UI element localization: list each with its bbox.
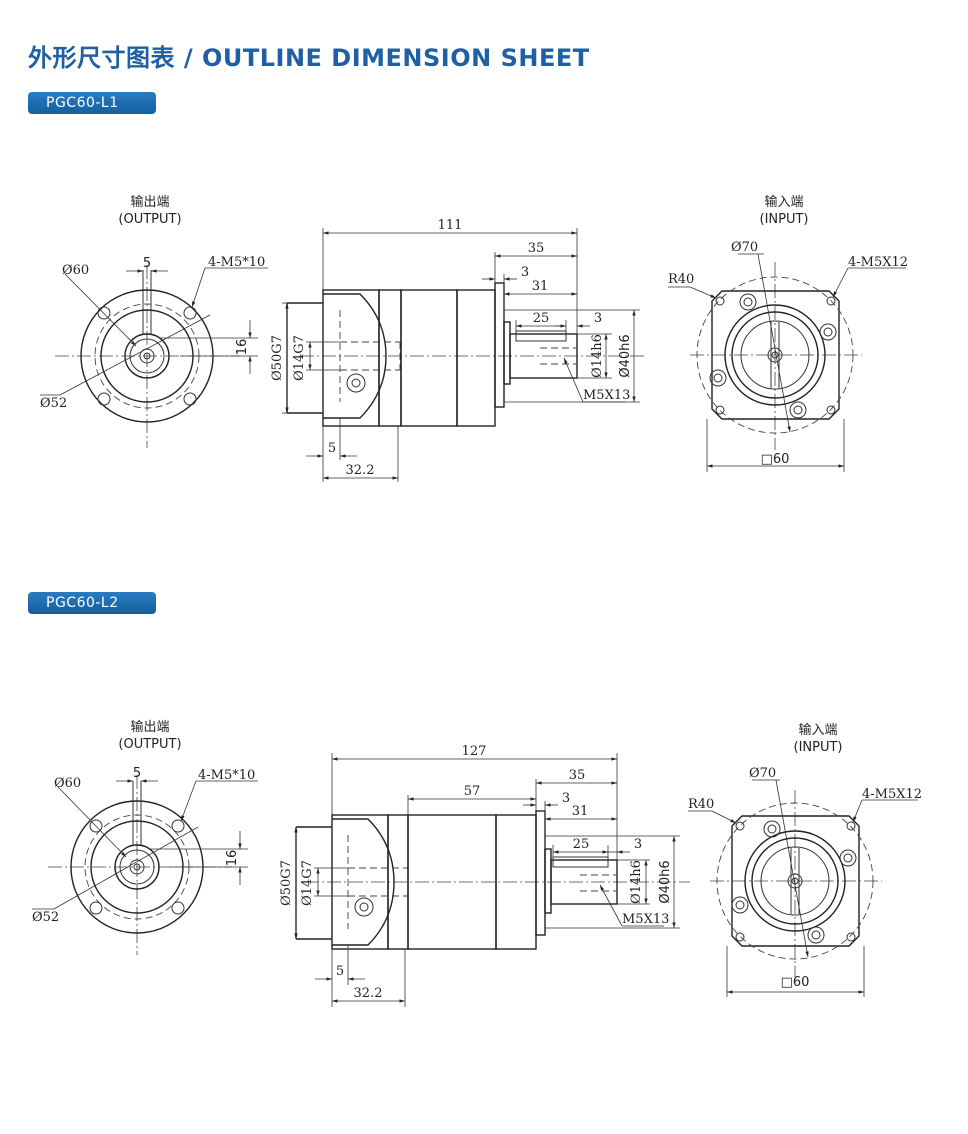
shaft-dia-dim: Ø14h6 xyxy=(629,860,644,904)
left-pilot-dim: Ø50G7 xyxy=(270,335,285,381)
pilot-dim: Ø52 xyxy=(40,396,67,411)
key-offset-dim: 3 xyxy=(594,311,602,326)
bolt-circle-dim: Ø60 xyxy=(54,776,81,791)
pilot-dia-dim: Ø40h6 xyxy=(658,860,673,903)
square-dim: □60 xyxy=(761,452,790,467)
key-width-dim: 5 xyxy=(133,766,141,781)
holes-dim: 4-M5X12 xyxy=(848,255,908,270)
total-length-dim: 127 xyxy=(462,744,487,759)
total-length-dim: 111 xyxy=(438,218,463,233)
input-label-en: (INPUT) xyxy=(794,740,843,755)
model-tab-pgc60-l2[interactable]: PGC60-L2 xyxy=(28,592,156,614)
flange-dim: 3 xyxy=(562,791,570,806)
input-label-en: (INPUT) xyxy=(760,212,809,227)
side-view: 111 35 3 31 25 3 Ø14h6 Ø40h6 M5X13 xyxy=(270,218,645,482)
input-view: 输入端 (INPUT) Ø70 4-M5X12 R40 □60 xyxy=(688,722,922,997)
model-tab-pgc60-l1[interactable]: PGC60-L1 xyxy=(28,92,156,114)
pilot-dia-dim: Ø40h6 xyxy=(618,334,633,377)
input-label-cn: 输入端 xyxy=(798,722,837,738)
output-view: 输出端 (OUTPUT) 5 Ø60 4-M5*10 16 Ø52 xyxy=(40,194,268,448)
drawing-pgc60-l2: 输出端 (OUTPUT) 5 Ø60 4-M5*10 16 Ø52 xyxy=(32,719,922,1007)
mid-len-dim: 57 xyxy=(464,784,481,799)
radius-dim: R40 xyxy=(688,797,714,812)
holes-dim: 4-M5X12 xyxy=(862,787,922,802)
output-view: 输出端 (OUTPUT) 5 Ø60 4-M5*10 16 Ø52 xyxy=(32,719,258,955)
height-dim: 16 xyxy=(225,850,240,867)
height-dim: 16 xyxy=(235,339,250,356)
square-dim: □60 xyxy=(781,975,810,990)
shaft-len-dim: 31 xyxy=(572,804,589,819)
left-bore-dim: Ø14G7 xyxy=(292,335,307,381)
page-title: 外形尺寸图表 / OUTLINE DIMENSION SHEET xyxy=(28,44,590,72)
shaft-dia-dim: Ø14h6 xyxy=(590,334,605,378)
output-label-cn: 输出端 xyxy=(130,194,169,210)
thread-dim: M5X13 xyxy=(583,388,630,403)
thread-dim: M5X13 xyxy=(622,912,669,927)
input-view: 输入端 (INPUT) Ø70 4-M5X12 R40 □60 xyxy=(668,194,908,472)
thickness-dim: 5 xyxy=(328,441,336,456)
front-len-dim: 35 xyxy=(569,768,586,783)
side-view: 127 35 57 3 31 25 3 Ø14h6 Ø40h6 xyxy=(279,744,690,1007)
left-length-dim: 32.2 xyxy=(346,463,375,478)
bolt-circle-dim: Ø70 xyxy=(749,766,776,781)
drawing-pgc60-l1: 输出端 (OUTPUT) 5 Ø60 4-M5*10 16 Ø52 xyxy=(40,194,908,482)
key-width-dim: 5 xyxy=(143,256,151,271)
output-label-cn: 输出端 xyxy=(130,719,169,735)
thickness-dim: 5 xyxy=(336,964,344,979)
output-label-en: (OUTPUT) xyxy=(118,737,181,752)
left-pilot-dim: Ø50G7 xyxy=(279,860,294,906)
output-label-en: (OUTPUT) xyxy=(118,212,181,227)
key-len-dim: 25 xyxy=(533,311,550,326)
holes-dim: 4-M5*10 xyxy=(198,768,255,783)
holes-dim: 4-M5*10 xyxy=(208,255,265,270)
input-label-cn: 输入端 xyxy=(764,194,803,210)
radius-dim: R40 xyxy=(668,272,694,287)
flange-dim: 3 xyxy=(521,265,529,280)
key-offset-dim: 3 xyxy=(634,837,642,852)
left-length-dim: 32.2 xyxy=(354,986,383,1001)
shaft-len-dim: 31 xyxy=(532,279,549,294)
front-len-dim: 35 xyxy=(528,241,545,256)
left-bore-dim: Ø14G7 xyxy=(300,860,315,906)
bolt-circle-dim: Ø60 xyxy=(62,263,89,278)
key-len-dim: 25 xyxy=(573,837,590,852)
bolt-circle-dim: Ø70 xyxy=(731,240,758,255)
pilot-dim: Ø52 xyxy=(32,910,59,925)
